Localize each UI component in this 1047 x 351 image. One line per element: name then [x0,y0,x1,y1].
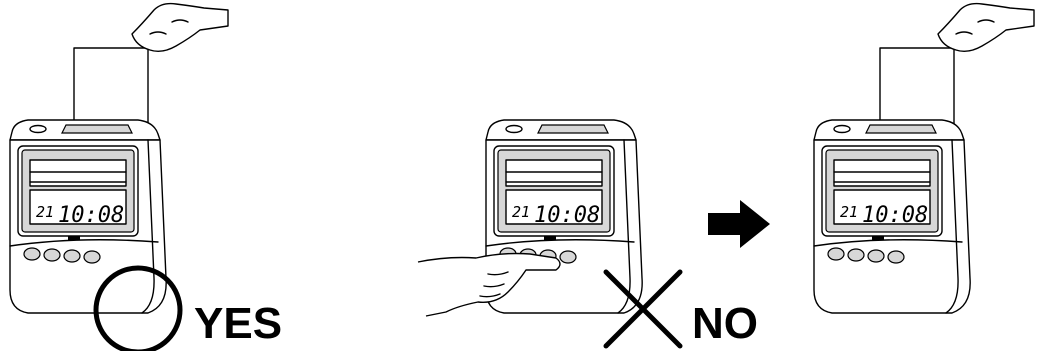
arrow-right-icon [708,200,770,248]
lcd-time: 10:08 [58,203,124,228]
yes-label: YES [194,299,282,348]
hand-holding-card [938,4,1034,52]
panel-left: 21 10:08 YES [10,4,282,351]
lcd-day: 21 [512,203,530,221]
lcd-time: 10:08 [862,203,928,228]
lcd-day: 21 [36,203,54,221]
panel-right: 21 10:08 [814,4,1034,313]
lcd-time: 10:08 [534,203,600,228]
hand-holding-card [132,4,228,52]
lcd-day: 21 [840,203,858,221]
no-label: NO [692,299,758,348]
panel-middle: 21 10:08 NO [418,120,758,348]
